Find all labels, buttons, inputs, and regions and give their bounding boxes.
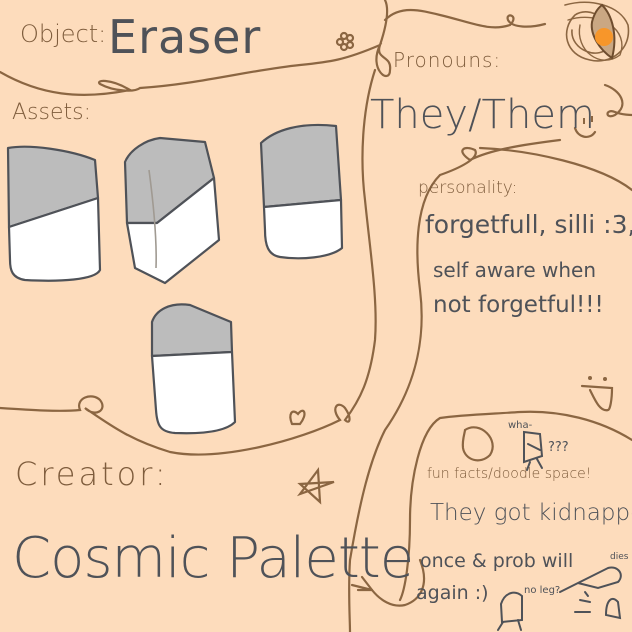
pronouns-label: Pronouns: xyxy=(393,48,502,72)
fun-fact-line-2: once & prob will xyxy=(420,550,574,572)
personality-line-3: not forgetful!!! xyxy=(433,292,604,318)
creator-value: Cosmic Palette xyxy=(12,526,414,591)
creator-label: Creator: xyxy=(15,455,169,493)
personality-line-1: forgetfull, silli :3, xyxy=(425,210,632,239)
fun-fact-line-3: again :) xyxy=(416,582,489,604)
doodle-note-noleg: no leg? xyxy=(524,585,561,596)
pronouns-value: They/Them xyxy=(370,92,595,138)
assets-label: Assets: xyxy=(12,100,92,125)
object-value: Eraser xyxy=(108,10,262,64)
personality-line-2: self aware when xyxy=(433,258,597,282)
fun-facts-label: fun facts/doodle space! xyxy=(427,466,592,482)
doodle-note-dies: dies xyxy=(610,552,629,562)
eye-icon xyxy=(590,3,616,60)
object-label: Object: xyxy=(20,20,107,48)
fun-fact-line-1: They got kidnapped xyxy=(430,500,632,526)
personality-label: personality: xyxy=(418,178,518,198)
doodle-note-question: ??? xyxy=(548,440,569,455)
doodle-note-wha: wha- xyxy=(508,420,533,431)
